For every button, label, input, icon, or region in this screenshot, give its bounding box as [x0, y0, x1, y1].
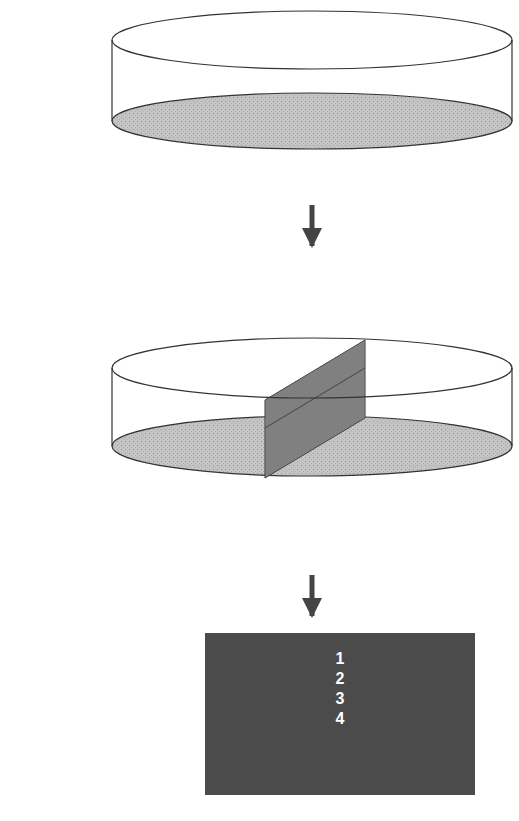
cut-petri-dish [112, 338, 512, 478]
down-arrow [310, 205, 315, 246]
section-panel: 1234 [205, 633, 475, 795]
layer-number: 4 [336, 709, 345, 729]
layer-number: 1 [336, 649, 345, 669]
layer-number: 2 [336, 669, 345, 689]
layer-number: 3 [336, 689, 345, 709]
petri-dish [112, 11, 512, 149]
down-arrow [310, 575, 315, 616]
